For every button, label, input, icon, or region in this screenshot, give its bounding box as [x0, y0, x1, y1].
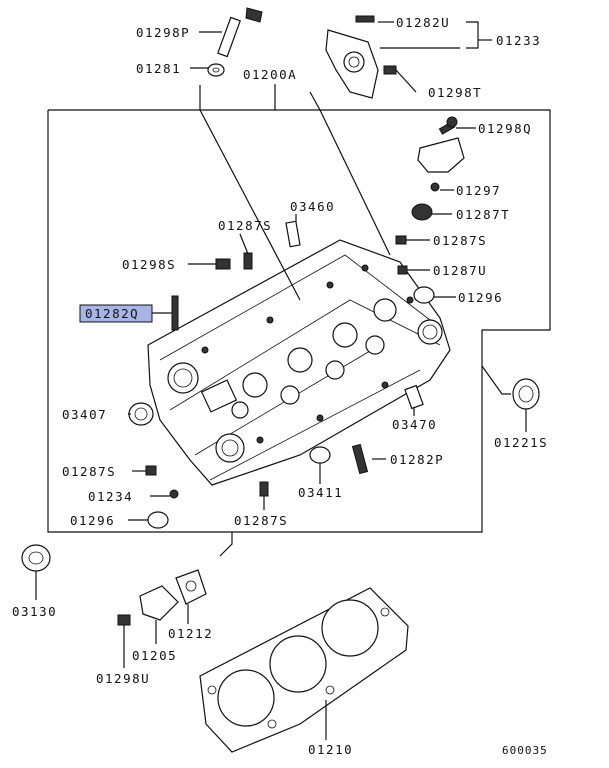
label-01282U: 01282U — [396, 15, 450, 30]
label-01234: 01234 — [88, 489, 133, 504]
label-01287S-left: 01287S — [62, 464, 116, 479]
label-01287S-bottom: 01287S — [234, 513, 288, 528]
plug-01287S-left — [145, 465, 157, 476]
plug-01287S-bottom — [259, 481, 269, 497]
seal-03411 — [309, 446, 331, 464]
label-01298U: 01298U — [96, 671, 150, 686]
stud-01282P — [351, 443, 369, 475]
bolt-01298P — [217, 7, 263, 58]
label-01287U: 01287U — [433, 263, 487, 278]
pin-01234 — [169, 489, 179, 499]
label-01296-bottom: 01296 — [70, 513, 115, 528]
label-01298T: 01298T — [428, 85, 482, 100]
label-01298P: 01298P — [136, 25, 190, 40]
label-01296-top: 01296 — [458, 290, 503, 305]
label-01205: 01205 — [132, 648, 177, 663]
seal-01221S — [512, 378, 540, 410]
cap-01297 — [417, 137, 465, 173]
head-gasket-01210 — [199, 587, 409, 753]
part-labels: 01298P 01281 01282U 01233 01298T 01200A … — [12, 15, 548, 757]
plug-01296-top — [413, 286, 435, 304]
label-03130: 03130 — [12, 604, 57, 619]
stud-01282Q — [171, 295, 179, 331]
leader-lines — [35, 21, 527, 740]
label-01221S: 01221S — [494, 435, 548, 450]
label-03407: 03407 — [62, 407, 107, 422]
cover-01205 — [139, 585, 179, 621]
assembly-frame — [47, 109, 551, 533]
bolt-01298S — [215, 252, 253, 270]
label-01287S-top: 01287S — [218, 218, 272, 233]
label-01282Q: 01282Q — [85, 306, 139, 321]
label-01297: 01297 — [456, 183, 501, 198]
plug-01287T — [411, 203, 433, 221]
label-01212: 01212 — [168, 626, 213, 641]
label-01298S: 01298S — [122, 257, 176, 272]
cylinder-head — [147, 239, 451, 486]
part-03470 — [404, 384, 424, 410]
plug-01287S-right — [395, 235, 407, 245]
sleeve-03460 — [285, 220, 301, 248]
label-01282P: 01282P — [390, 452, 444, 467]
seal-03407 — [128, 402, 154, 426]
seal-03130 — [21, 544, 51, 572]
plug-01287U — [397, 265, 408, 275]
bracket-01233 — [325, 15, 397, 99]
label-03411: 03411 — [298, 485, 343, 500]
label-01233: 01233 — [496, 33, 541, 48]
label-01281: 01281 — [136, 61, 181, 76]
highlight-01282Q — [79, 304, 153, 323]
label-03470: 03470 — [392, 417, 437, 432]
label-03460: 03460 — [290, 199, 335, 214]
gasket-01212 — [175, 569, 207, 605]
label-01210: 01210 — [308, 742, 353, 757]
plug-01296-bottom — [147, 511, 169, 529]
label-01287S-right: 01287S — [433, 233, 487, 248]
bolt-01298Q — [438, 116, 458, 135]
diagram-reference-number: 600035 — [502, 744, 548, 757]
label-01298Q: 01298Q — [478, 121, 532, 136]
washer-01281 — [207, 63, 225, 77]
label-01200A: 01200A — [243, 67, 297, 82]
label-01287T: 01287T — [456, 207, 510, 222]
bolt-01298U — [117, 614, 131, 626]
